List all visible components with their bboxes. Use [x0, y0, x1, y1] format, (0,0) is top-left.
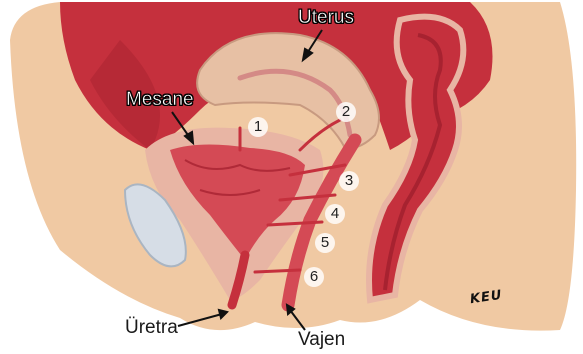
- ligament-number-4: 4: [325, 204, 345, 224]
- ligament-number-6: 6: [304, 267, 324, 287]
- vagina-label: Vajen: [298, 330, 345, 349]
- urethra-label: Üretra: [125, 318, 178, 337]
- uterus-label: Uterus: [298, 8, 354, 27]
- ligament-number-2: 2: [336, 102, 356, 122]
- ligament-number-1: 1: [248, 117, 268, 137]
- ligament-number-5: 5: [315, 233, 335, 253]
- ligament-number-3: 3: [339, 171, 359, 191]
- bladder-label: Mesane: [126, 90, 194, 109]
